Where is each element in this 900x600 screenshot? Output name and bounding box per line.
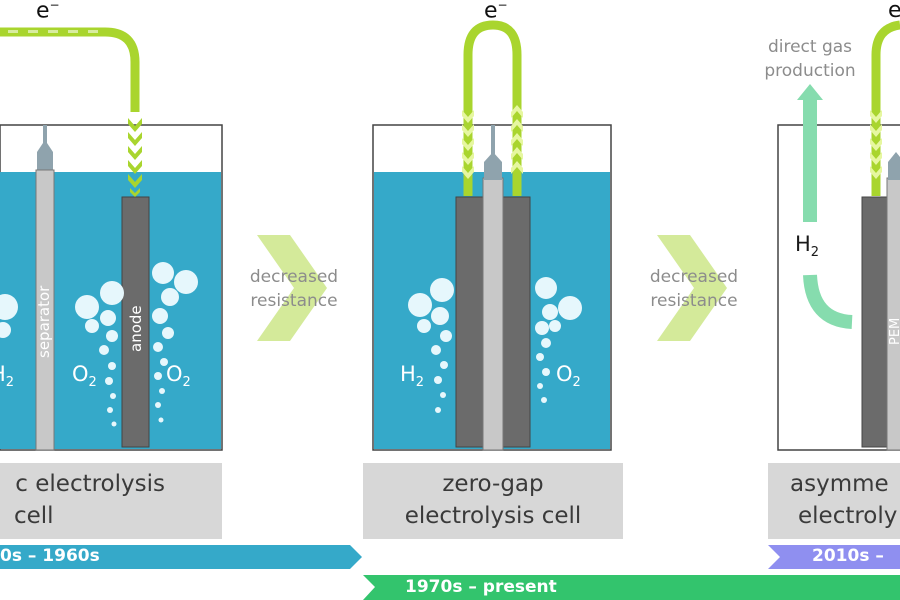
left-separator [35,169,55,451]
middle-caption-line2: electrolysis cell [404,503,582,529]
left-wire-chevrons [128,118,142,197]
middle-caption: zero-gap electrolysis cell [363,468,623,532]
middle-caption-box [363,463,623,539]
left-caption-box [0,463,222,539]
right-pem-cap [888,152,900,180]
right-wire [871,20,900,196]
right-h2-label: H2 [795,232,820,261]
era-2-label: 1970s – present [405,577,557,597]
right-caption: asymme electroly [768,468,900,532]
left-bubbles-o2-b [152,262,198,423]
middle-cell [372,20,612,451]
electron-label-middle: e− [484,0,508,24]
separator-label: separator [35,285,53,358]
h2-curve [803,274,853,329]
left-wire [0,27,140,112]
era-1-bar [0,545,362,569]
middle-h2-label: H2 [400,362,425,391]
left-o2-right-label: O2 [166,362,191,391]
pem-label: PEM [888,317,900,345]
transition-chevron-2 [657,235,727,341]
transition-chevron-1 [257,235,327,341]
transition-2-label: decreased resistance [638,265,750,313]
direct-gas-line1: direct gas [767,37,853,57]
middle-separator [482,177,504,451]
transition-1-line1: decreased [249,267,339,287]
transition-2-line1: decreased [649,267,739,287]
era-3-bar [768,545,900,569]
transition-1-label: decreased resistance [238,265,350,313]
right-cell [777,20,900,451]
left-o2-label: O2 [72,362,97,391]
transition-1-line2: resistance [250,291,338,311]
right-caption-line2: electroly [798,503,898,529]
direct-gas-label: direct gas production [752,35,868,83]
left-caption: c electrolysis cell [0,468,222,532]
middle-wire [463,20,522,196]
direct-gas-line2: production [764,61,856,81]
left-separator-cap [37,140,53,172]
left-anode [121,196,150,448]
right-pem [886,177,900,451]
era-3-label: 2010s – [812,546,884,566]
middle-caption-line1: zero-gap [442,471,544,497]
left-h2-label: H2 [0,362,15,391]
right-caption-line1: asymme [790,471,889,497]
anode-label: anode [127,305,145,352]
electron-label-left: e− [36,0,60,24]
left-bubbles-o2-a [75,281,124,427]
h2-up-arrow [797,84,823,222]
middle-wire-chevrons [462,105,523,179]
electron-label-right: e [888,0,900,23]
left-caption-line2: cell [14,503,54,529]
middle-bubbles-o2 [535,277,582,403]
right-caption-box [768,463,900,539]
era-1-label: 0s – 1960s [0,546,100,566]
left-bubbles-h2 [0,294,18,338]
transition-2-line2: resistance [650,291,738,311]
right-wire-chevrons [870,110,882,179]
left-wire-dashes [8,30,98,33]
middle-separator-cap [484,152,502,180]
middle-o2-label: O2 [556,362,581,391]
middle-bubbles-h2 [408,278,454,413]
left-cell [0,27,223,451]
era-2-bar [363,575,900,600]
left-caption-line1: c electrolysis [15,471,165,497]
